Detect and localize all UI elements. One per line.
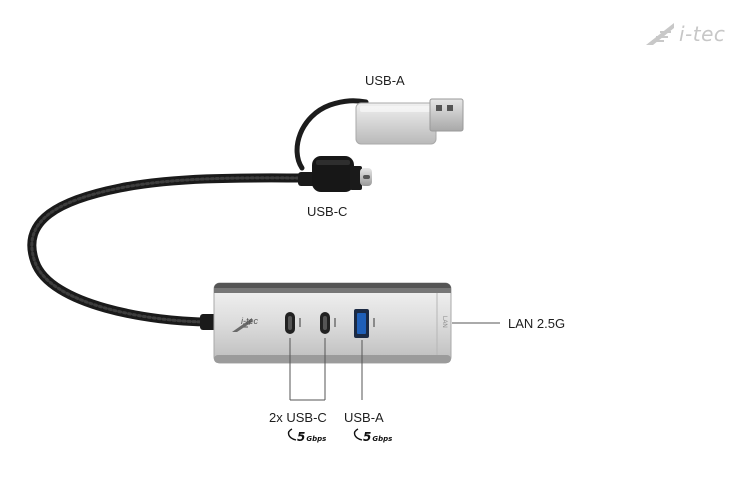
speed-badge-unit: Gbps — [372, 434, 393, 443]
label-usb-c-connector: USB-C — [307, 204, 348, 219]
usb-c-port-1 — [285, 312, 295, 334]
usb-c-connector — [298, 156, 372, 192]
brand-logo: i-tec — [646, 22, 725, 46]
brand-logo-icon — [646, 23, 674, 45]
label-usb-c-ports: 2x USB-C — [269, 410, 327, 425]
small-ss-marks — [299, 318, 375, 327]
usb-c-bracket — [289, 338, 326, 401]
adapter-tether — [294, 98, 369, 171]
brand-logo-text: i-tec — [679, 22, 726, 46]
usb-a-port — [354, 309, 369, 338]
speed-badge-unit: Gbps — [306, 434, 327, 443]
hub-lan-port-text: LAN — [441, 316, 447, 328]
label-usb-a-top: USB-A — [365, 73, 405, 88]
speed-badge-usb-a: 5 Gbps — [363, 430, 392, 444]
speed-swirl-icon — [287, 428, 363, 441]
hub-body — [200, 282, 452, 364]
main-cable-texture — [30, 176, 307, 324]
label-usb-a-port: USB-A — [344, 410, 384, 425]
usb-a-plug — [355, 98, 464, 145]
label-lan: LAN 2.5G — [508, 316, 566, 331]
hub-logo-mark — [232, 318, 252, 332]
speed-badge-value: 5 — [363, 430, 372, 444]
speed-badge-usb-c: 5 Gbps — [297, 430, 326, 444]
speed-badge-value: 5 — [297, 430, 306, 444]
hub-brand-label: i-tec — [241, 316, 259, 326]
usb-c-port-2 — [320, 312, 330, 334]
